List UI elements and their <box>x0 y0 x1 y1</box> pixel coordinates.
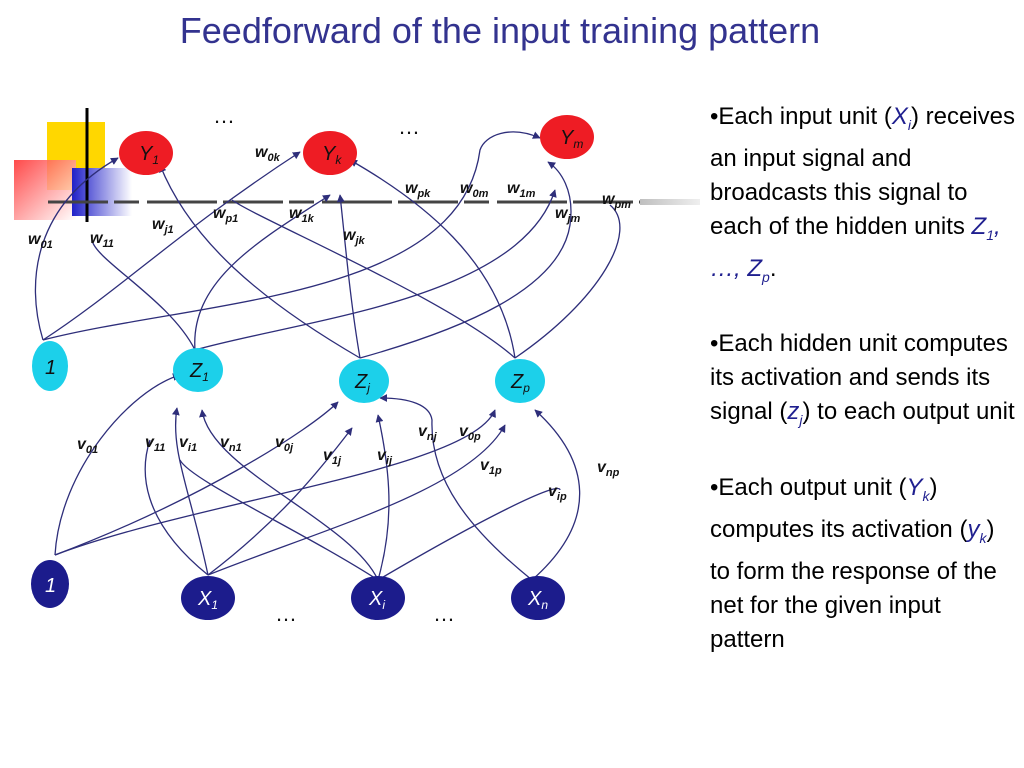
input-bias-node: 1 <box>31 560 69 608</box>
weight-label-v1p: v1p <box>480 457 502 477</box>
node-sub: 1 <box>152 153 159 167</box>
weight-label-w1m: w1m <box>507 180 536 200</box>
weight-label-wj1: wj1 <box>152 216 174 236</box>
svg-text:Y1: Y1 <box>139 143 159 167</box>
input-node-xi: Xi <box>351 576 405 620</box>
bullet-hidden-units: •Each hidden unit computes its activatio… <box>710 330 1015 429</box>
hidden-bias-node: 1 <box>32 341 68 391</box>
weight-label-wjk: wjk <box>343 227 366 247</box>
node-label: Y <box>322 143 337 165</box>
ellipsis-input-2: … <box>433 601 455 626</box>
svg-text:X1: X1 <box>197 588 218 612</box>
ellipsis-input-1: … <box>275 601 297 626</box>
weight-label-w0k: w0k <box>255 144 281 164</box>
svg-text:Xn: Xn <box>527 588 548 612</box>
input-node-xn: Xn <box>511 576 565 620</box>
node-label: Z <box>354 371 368 393</box>
weight-label-v0j: v0j <box>275 434 294 454</box>
node-label: Y <box>560 127 575 149</box>
node-label: Z <box>510 371 524 393</box>
node-label: Y <box>139 143 154 165</box>
svg-text:1: 1 <box>45 575 56 597</box>
network-diagram: Y1 Yk Ym 1 Z1 Zj Zp 1 X1 Xi Xn … <box>14 103 700 626</box>
svg-text:Yk: Yk <box>322 143 342 167</box>
weight-label-wpk: wpk <box>405 180 431 200</box>
weight-label-vi1: vi1 <box>179 434 197 454</box>
page-title: Feedforward of the input training patter… <box>179 10 821 51</box>
connections <box>34 131 621 581</box>
weight-label-v01: v01 <box>77 436 98 456</box>
node-sub: 1 <box>211 598 218 612</box>
bullet-input-units: •Each input unit (Xi) receives an input … <box>710 103 1016 285</box>
hidden-node-z1: Z1 <box>173 348 223 392</box>
weight-label-vij: vij <box>377 447 393 467</box>
decorative-logo <box>14 108 700 222</box>
node-sub: p <box>522 381 530 395</box>
weight-label-w11: w11 <box>90 230 114 250</box>
weight-label-wjm: wjm <box>555 205 581 225</box>
svg-text:Zp: Zp <box>510 371 530 395</box>
bullet-list: •Each input unit (Xi) receives an input … <box>710 100 1015 691</box>
weight-label-vn1: vn1 <box>220 434 242 454</box>
weight-label-w1k: w1k <box>289 205 315 225</box>
svg-text:Zj: Zj <box>354 371 370 395</box>
output-node-yk: Yk <box>303 131 357 175</box>
weight-label-w01: w01 <box>28 231 53 251</box>
node-label: Z <box>189 360 203 382</box>
weight-label-wpm: wpm <box>602 191 631 211</box>
svg-text:Ym: Ym <box>560 127 583 151</box>
node-label: X <box>197 588 212 610</box>
svg-text:Z1: Z1 <box>189 360 209 384</box>
weight-label-vip: vip <box>548 483 567 503</box>
weight-label-vnp: vnp <box>597 459 620 479</box>
weight-label-v1j: v1j <box>323 447 342 467</box>
node-sub: j <box>365 381 370 395</box>
weight-label-w0m: w0m <box>460 180 489 200</box>
node-sub: 1 <box>202 370 209 384</box>
weight-label-vnj: vnj <box>418 423 438 443</box>
svg-text:1: 1 <box>45 357 56 379</box>
weight-label-wp1: wp1 <box>213 205 238 225</box>
weight-label-v0p: v0p <box>459 423 481 443</box>
ellipsis-output-1: … <box>213 103 235 128</box>
ellipsis-output-2: … <box>398 114 420 139</box>
node-sub: m <box>573 137 583 151</box>
bullet-output-units: •Each output unit (Yk) computes its acti… <box>710 474 997 653</box>
node-label: X <box>368 588 383 610</box>
weight-label-v11: v11 <box>145 434 165 454</box>
svg-text:Xi: Xi <box>368 588 385 612</box>
hidden-node-zp: Zp <box>495 359 545 403</box>
node-sub: k <box>335 153 342 167</box>
output-node-ym: Ym <box>540 115 594 159</box>
input-node-x1: X1 <box>181 576 235 620</box>
hidden-node-zj: Zj <box>339 359 389 403</box>
node-sub: n <box>541 598 548 612</box>
node-label: X <box>527 588 542 610</box>
output-node-y1: Y1 <box>119 131 173 175</box>
node-sub: i <box>382 598 385 612</box>
